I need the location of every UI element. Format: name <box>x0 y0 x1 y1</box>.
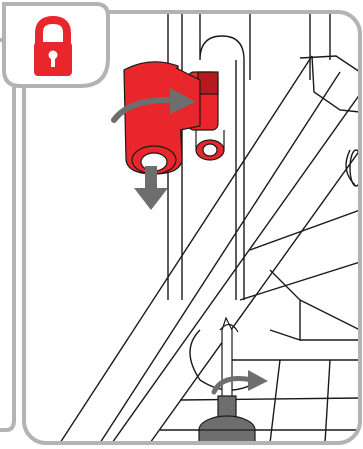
adjacent-panel-edge <box>0 40 14 430</box>
red-lock-clip <box>124 62 224 174</box>
lock-badge <box>4 4 108 86</box>
